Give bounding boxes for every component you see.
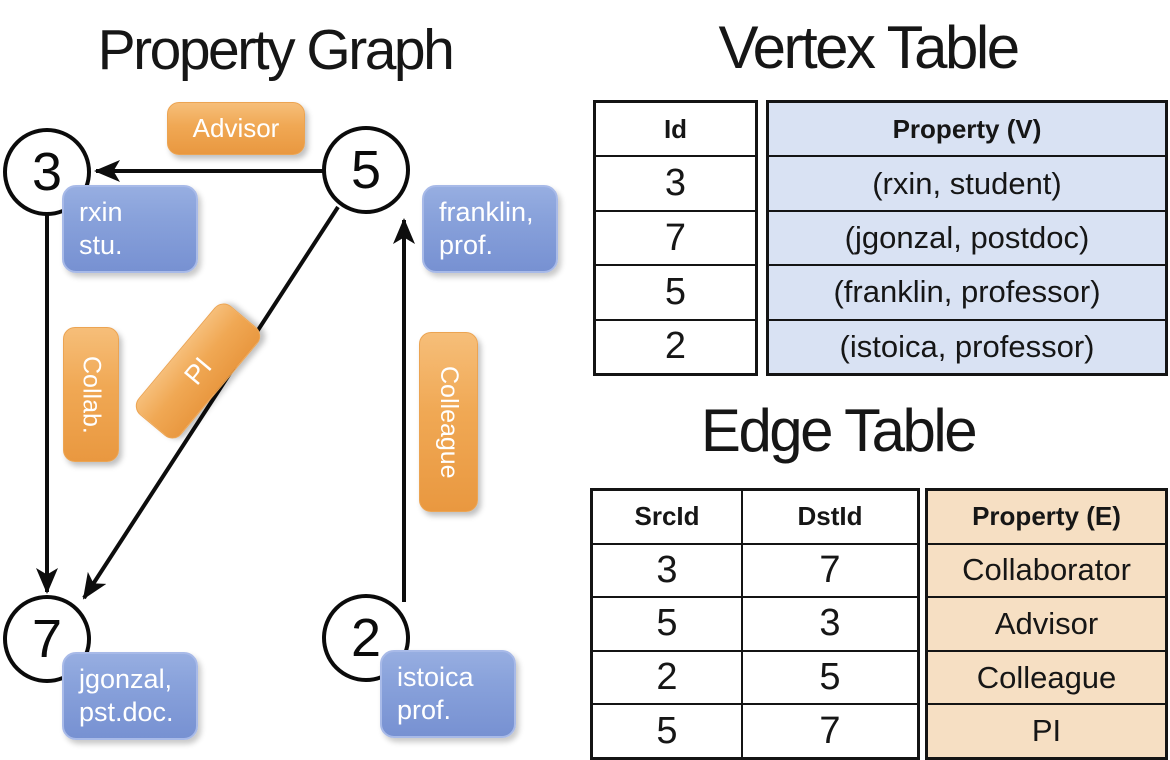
table-cell: 2	[593, 651, 743, 704]
table-row: 5 3	[593, 596, 917, 650]
column-header: Property (E)	[972, 501, 1121, 532]
table-cell: 5	[596, 264, 755, 318]
table-cell: PI	[928, 703, 1165, 757]
table-cell: 7	[819, 548, 841, 591]
vertex-table-title: Vertex Table	[718, 14, 1020, 81]
vertex-property-pill-rxin: rxin stu.	[62, 185, 198, 273]
graph-node-7: 7	[3, 595, 91, 683]
edge-table-title: Edge Table	[700, 397, 978, 464]
pill-label: Collab.	[77, 355, 106, 434]
table-cell: 3	[596, 155, 755, 209]
property-graph-title: Property Graph	[97, 18, 455, 82]
graph-node-3: 3	[3, 128, 91, 216]
pill-line: franklin,	[439, 197, 534, 227]
table-cell: 2	[596, 318, 755, 373]
table-cell: Collaborator	[928, 542, 1165, 597]
table-cell: (franklin, professor)	[769, 264, 1165, 318]
pill-line: jgonzal,	[79, 664, 173, 694]
node-id: 7	[31, 609, 63, 669]
vertex-table-id-column: Id 3 7 5 2	[593, 100, 758, 376]
pill-line: istoica	[397, 662, 474, 692]
edge-table-property-column: Property (E) Collaborator Advisor Collea…	[925, 488, 1168, 760]
table-cell: 7	[819, 709, 841, 752]
table-cell: (rxin, student)	[769, 155, 1165, 209]
pill-line: prof.	[397, 694, 452, 725]
table-cell: 3	[593, 544, 743, 597]
table-cell: 7	[596, 209, 755, 264]
table-cell: 3	[819, 602, 841, 645]
table-cell: (istoica, professor)	[769, 318, 1165, 373]
graph-node-5: 5	[322, 126, 410, 214]
edge-property-pill-collab: Collab.	[63, 327, 119, 462]
table-row: SrcId DstId	[593, 491, 917, 543]
vertex-property-pill-istoica: istoica prof.	[380, 650, 516, 738]
edge-property-pill-colleague: Colleague	[419, 332, 478, 512]
edge-property-pill-advisor: Advisor	[167, 102, 305, 155]
vertex-property-pill-franklin: franklin, prof.	[422, 185, 558, 273]
edge-table-id-columns: SrcId DstId 3 7 5 3 2 5 5 7	[590, 488, 920, 760]
node-id: 2	[350, 608, 382, 668]
vertex-property-pill-jgonzal: jgonzal, pst.doc.	[62, 652, 198, 740]
pill-line: prof.	[439, 229, 494, 260]
pill-line: stu.	[79, 229, 123, 260]
table-cell: 5	[593, 705, 743, 757]
node-id: 3	[31, 142, 63, 202]
pill-label: Advisor	[192, 113, 280, 143]
table-cell: 5	[593, 598, 743, 650]
column-header: Id	[663, 113, 688, 144]
pill-label: PI	[177, 351, 218, 391]
vertex-table-property-column: Property (V) (rxin, student) (jgonzal, p…	[766, 100, 1168, 376]
table-row: 5 7	[593, 703, 917, 757]
table-row: 2 5	[593, 649, 917, 704]
column-header: SrcId	[593, 491, 743, 543]
pill-label: Colleague	[435, 365, 463, 479]
table-cell: (jgonzal, postdoc)	[769, 209, 1165, 264]
node-id: 5	[350, 140, 382, 200]
pill-line: pst.doc.	[79, 696, 174, 727]
table-cell: 5	[819, 656, 841, 699]
table-row: 3 7	[593, 542, 917, 597]
table-cell: Colleague	[928, 649, 1165, 704]
pill-line: rxin	[79, 197, 123, 227]
column-header: Property (V)	[892, 113, 1042, 144]
edge-property-pill-pi: PI	[130, 298, 266, 444]
table-cell: Advisor	[928, 596, 1165, 650]
column-header: DstId	[797, 501, 863, 532]
